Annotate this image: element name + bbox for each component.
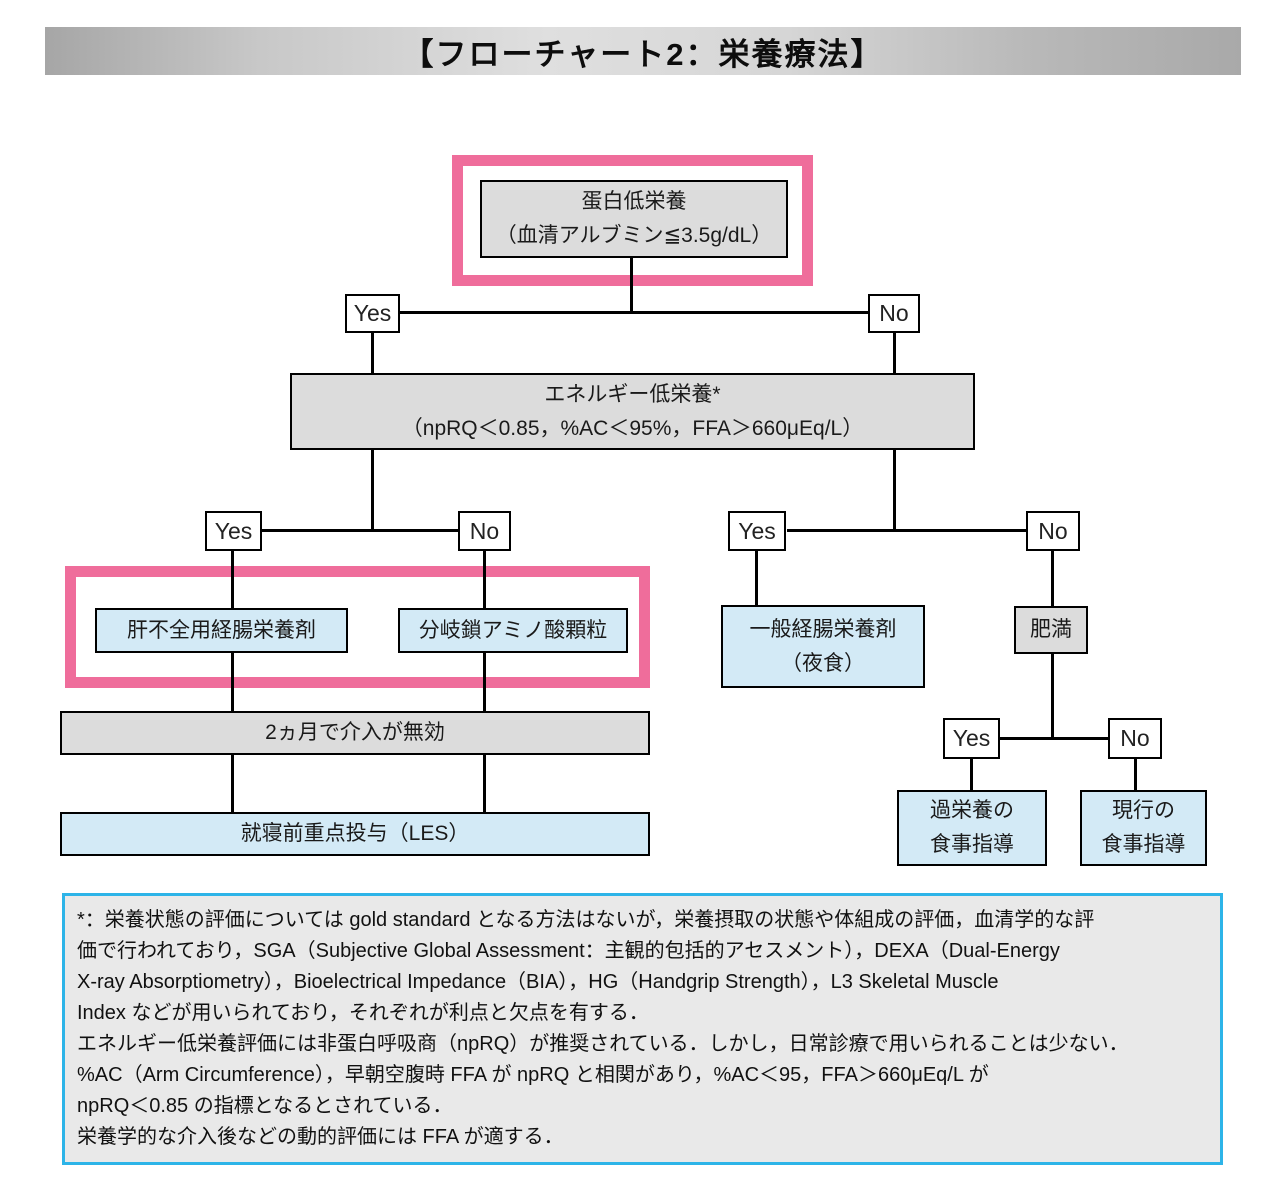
no-text: No [1120,725,1150,751]
connector [399,311,869,314]
footnote-line: %AC（Arm Circumference），早朝空腹時 FFA が npRQ … [77,1064,989,1086]
yes-text: Yes [214,517,253,544]
no-text: No [879,300,909,326]
highlight-frame-treatment [65,566,650,688]
node-les: 就寝前重点投与（LES） [60,812,650,856]
node-general-line1: 一般経腸栄養剤 [749,617,897,641]
node-overnutrition-line1: 過栄養の [930,799,1014,823]
node-bcaa-granules: 分岐鎖アミノ酸顆粒 [398,608,628,653]
node-energy-line2: （npRQ＜0.85，%AC＜95%，FFA＞660μEq/L） [401,416,864,440]
no-label-obesity: No [1108,718,1162,759]
no-label-energy-right: No [1026,511,1080,551]
node-protein-line1: 蛋白低栄養 [581,190,687,214]
connector [998,737,1110,740]
footnote-line: 栄養学的な介入後などの動的評価には FFA が適する． [77,1126,564,1148]
connector [755,551,758,607]
yes-text: Yes [738,517,776,544]
yes-text: Yes [952,725,991,751]
node-energy-malnutrition: エネルギー低栄養* （npRQ＜0.85，%AC＜95%，FFA＞660μEq/… [290,373,975,450]
connector [970,759,973,791]
node-current-line2: 食事指導 [1101,833,1186,856]
node-obesity: 肥満 [1014,606,1088,654]
node-overnutrition-line2: 食事指導 [930,833,1014,856]
node-obesity-text: 肥満 [1030,618,1072,642]
connector [787,529,1027,532]
connector [483,652,486,711]
yes-label-energy-right: Yes [728,511,786,551]
footnote-line: X-ray Absorptiometry），Bioelectrical Impe… [77,971,999,993]
page-title: 【フローチャート2：栄養療法】 [402,36,884,72]
node-liver-failure-enteral-formula: 肝不全用経腸栄養剤 [95,608,348,653]
yes-label-energy-left: Yes [205,511,262,551]
footnote-box: *：栄養状態の評価については gold standard となる方法はないが，栄… [62,893,1223,1165]
connector [893,449,896,531]
connector [1134,759,1137,791]
connector [630,258,633,314]
connector [371,449,374,531]
node-protein-line2: （血清アルブミン≦3.5g/dL） [495,224,773,247]
node-current-diet-guidance: 現行の 食事指導 [1080,790,1207,866]
node-ineffective-text: 2ヵ月で介入が無効 [265,721,445,745]
connector [371,332,374,374]
node-current-line1: 現行の [1112,799,1175,823]
no-text: No [1038,517,1068,544]
yes-text: Yes [353,300,392,326]
footnote-line: npRQ＜0.85 の指標となるとされている． [77,1095,453,1117]
node-protein-malnutrition: 蛋白低栄養 （血清アルブミン≦3.5g/dL） [480,180,788,258]
node-intervention-ineffective: 2ヵ月で介入が無効 [60,711,650,755]
node-liver-text: 肝不全用経腸栄養剤 [127,618,316,642]
node-general-enteral-formula: 一般経腸栄養剤 （夜食） [721,605,925,688]
connector [893,332,896,374]
connector [261,529,460,532]
footnote-line: Index などが用いられており，それぞれが利点と欠点を有する． [77,1002,649,1024]
connector [231,551,234,611]
footnote-line: *：栄養状態の評価については gold standard となる方法はないが，栄… [77,909,1095,931]
no-text: No [469,517,500,544]
connector [1051,652,1054,739]
connector [1051,551,1054,608]
no-label-energy-left: No [458,511,511,551]
yes-label-protein: Yes [345,294,400,333]
node-general-line2: （夜食） [781,651,865,675]
yes-label-obesity: Yes [943,718,1000,759]
connector [231,754,234,813]
node-energy-line1: エネルギー低栄養* [544,382,721,406]
connector [483,754,486,813]
footnote-line: 価で行われており，SGA（Subjective Global Assessmen… [77,940,1060,962]
no-label-protein: No [868,294,920,333]
connector [231,652,234,711]
node-bcaa-text: 分岐鎖アミノ酸顆粒 [418,618,608,642]
title-bar: 【フローチャート2：栄養療法】 [45,27,1241,75]
footnote-line: エネルギー低栄養評価には非蛋白呼吸商（npRQ）が推奨されている．しかし，日常診… [77,1033,1129,1055]
connector [483,551,486,611]
node-overnutrition-diet-guidance: 過栄養の 食事指導 [897,790,1047,866]
node-les-text: 就寝前重点投与（LES） [240,822,470,846]
